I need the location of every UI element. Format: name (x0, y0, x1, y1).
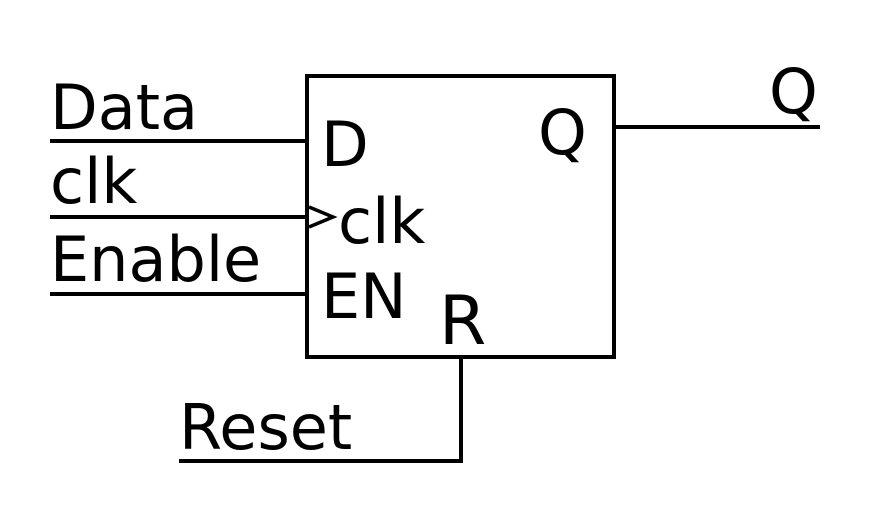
port-d-label: D (321, 108, 369, 181)
port-clk-label: clk (338, 185, 425, 258)
port-q-label: Q (538, 96, 587, 169)
data-input-label: Data (50, 71, 198, 144)
port-en-label: EN (321, 260, 407, 333)
q-output-label: Q (769, 55, 818, 128)
enable-input-label: Enable (50, 223, 261, 296)
reset-input-label: Reset (179, 391, 352, 464)
clock-edge-triangle (308, 205, 338, 229)
reset-wire (179, 357, 463, 463)
clk-input-label: clk (50, 145, 137, 218)
port-r-label: R (439, 282, 486, 361)
